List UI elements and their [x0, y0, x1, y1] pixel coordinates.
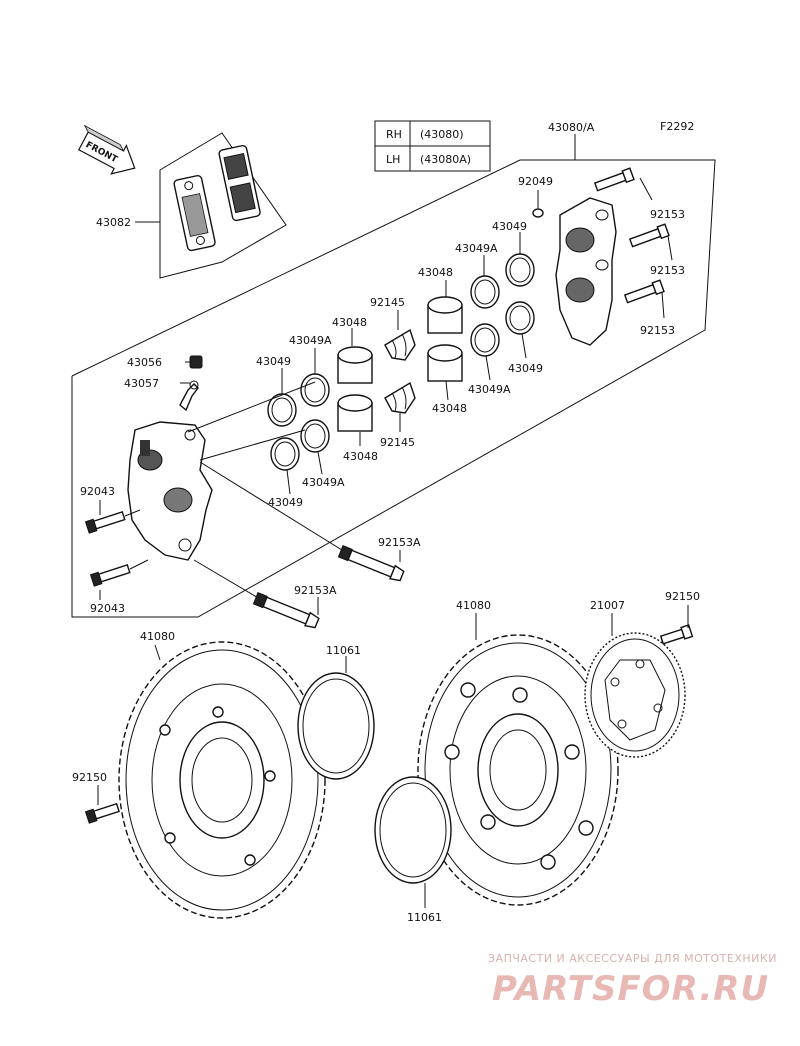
label-piston-l1: 43048	[332, 316, 367, 329]
label-seal-l4: 43049A	[302, 476, 345, 489]
right-seals-pistons: 43049 43049A 43048 43049 43049A 43048	[418, 220, 543, 415]
left-seals-pistons: 43048 43049A 43049 43049 43049A 43048	[256, 316, 378, 509]
label-piston-r2: 43048	[432, 402, 467, 415]
label-bolt-43-b: 92043	[90, 602, 125, 615]
label-seal-r3: 43049	[508, 362, 543, 375]
pad-springs: 92145 92145	[370, 296, 416, 449]
label-washer: 92049	[518, 175, 553, 188]
disc-bolt-right: 92150	[659, 590, 700, 645]
bleeder-parts: 43056 43057	[124, 355, 203, 412]
shim-bottom: 11061	[374, 776, 452, 924]
label-spring-a: 92145	[370, 296, 405, 309]
label-seal-l3: 43049	[268, 496, 303, 509]
label-bolt-153a-b: 92153A	[294, 584, 337, 597]
label-bolt-153a-a: 92153A	[378, 536, 421, 549]
watermark-caption: ЗАПЧАСТИ И АКСЕССУАРЫ ДЛЯ МОТОТЕХНИКИ	[488, 952, 777, 965]
table-side-rh: RH	[386, 128, 402, 141]
label-seal-l2: 43049	[256, 355, 291, 368]
brake-disc-left: 41080	[118, 630, 326, 919]
washer-part: 92049	[518, 175, 553, 218]
table-side-lh: LH	[386, 153, 400, 166]
label-disc-left: 41080	[140, 630, 175, 643]
front-arrow-icon: FRONT	[78, 124, 136, 175]
table-part-rh: (43080)	[420, 128, 464, 141]
shim-top: 11061	[297, 644, 375, 780]
disc-bolt-left: 92150	[72, 771, 120, 824]
watermark-logo: PARTSFOR.RU	[492, 969, 769, 1009]
label-bolt-a: 92153	[650, 208, 685, 221]
brake-pads-group: 43082	[96, 132, 287, 279]
sensor-rotor: 21007	[584, 599, 686, 758]
label-piston-r1: 43048	[418, 266, 453, 279]
label-bolt-c: 92153	[640, 324, 675, 337]
label-seal-r4: 43049A	[468, 383, 511, 396]
label-piston-l2: 43048	[343, 450, 378, 463]
caliper-assembly-outline: 43080/A	[71, 121, 716, 618]
caliper-body-inner	[127, 421, 213, 561]
label-rotor-sensor: 21007	[590, 599, 625, 612]
label-shim-top: 11061	[326, 644, 361, 657]
caliper-body-outer	[555, 197, 617, 346]
label-spring-b: 92145	[380, 436, 415, 449]
caliper-bolts-92153: 92153 92153 92153	[593, 167, 685, 337]
label-bolt-43-a: 92043	[80, 485, 115, 498]
label-seal-r1: 43049	[492, 220, 527, 233]
figure-code: F2292	[660, 120, 694, 133]
label-bleeder-cap: 43056	[127, 356, 162, 369]
label-shim-bottom: 11061	[407, 911, 442, 924]
label-seal-r2: 43049A	[455, 242, 498, 255]
bolts-92153a: 92153A 92153A	[193, 461, 421, 629]
label-disc-bolt-right: 92150	[665, 590, 700, 603]
label-seal-l1: 43049A	[289, 334, 332, 347]
bolts-92043: 92043 92043	[80, 485, 149, 615]
label-caliper-assembly: 43080/A	[548, 121, 595, 134]
label-disc-right: 41080	[456, 599, 491, 612]
side-table: RH (43080) LH (43080A)	[374, 120, 491, 172]
label-bleeder-valve: 43057	[124, 377, 159, 390]
brake-disc-right: 41080	[417, 599, 619, 906]
label-disc-bolt-left: 92150	[72, 771, 107, 784]
label-bolt-b: 92153	[650, 264, 685, 277]
label-pads: 43082	[96, 216, 131, 229]
table-part-lh: (43080A)	[420, 153, 471, 166]
